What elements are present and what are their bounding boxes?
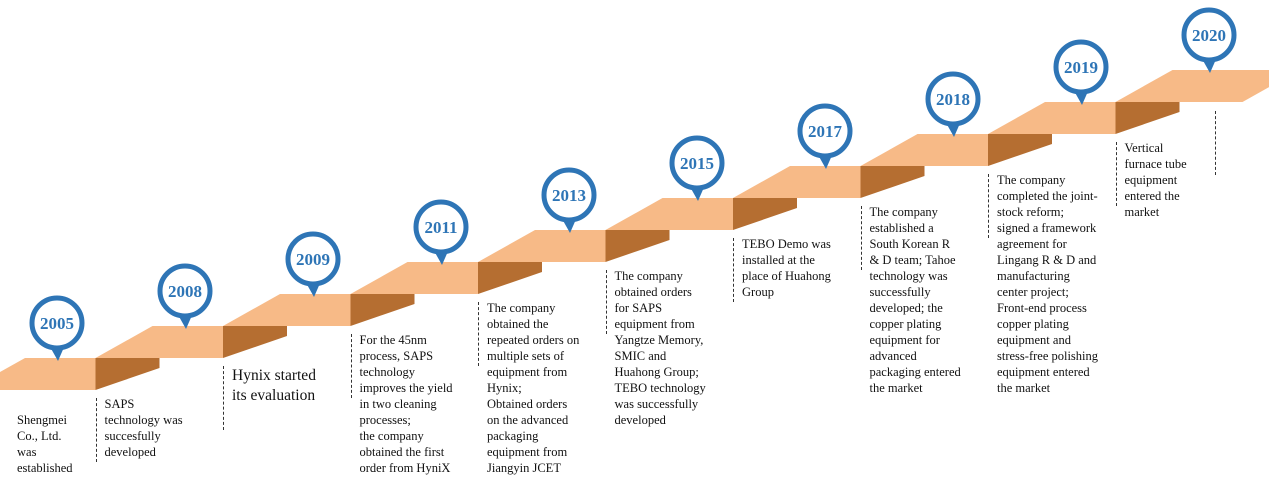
pin-circle-icon [413, 199, 469, 255]
dashed-connector [605, 270, 607, 334]
pin-circle-icon [1053, 39, 1109, 95]
year-label-2019: 2019 [1064, 58, 1098, 77]
pin-circle-icon [1181, 7, 1237, 63]
event-description-2017: TEBO Demo was installed at the place of … [742, 237, 831, 299]
pin-circle-icon [669, 135, 725, 191]
event-description-2020: Vertical furnace tube equipment entered … [1124, 141, 1187, 219]
dashed-connector [350, 334, 352, 398]
year-label-2009: 2009 [296, 250, 330, 269]
step-top-2020 [1115, 70, 1269, 102]
year-label-2013: 2013 [552, 186, 586, 205]
step-riser-2018 [860, 166, 925, 198]
year-label-2008: 2008 [168, 282, 202, 301]
pin-circle-icon [541, 167, 597, 223]
year-label-2015: 2015 [680, 154, 714, 173]
step-riser-2011 [350, 294, 415, 326]
step-riser-2019 [988, 134, 1052, 166]
dashed-connector [1215, 111, 1216, 175]
dashed-connector [95, 398, 97, 462]
pin-circle-icon [797, 103, 853, 159]
event-description-2018: The company established a South Korean R… [869, 205, 961, 395]
year-label-2017: 2017 [808, 122, 843, 141]
dashed-connector [988, 174, 989, 238]
event-description-2019: The company completed the joint- stock r… [997, 173, 1099, 395]
event-description-2008: SAPS technology was succesfully develope… [104, 397, 183, 459]
dashed-connector [860, 206, 862, 270]
step-riser-2013 [478, 262, 542, 294]
year-label-2005: 2005 [40, 314, 74, 333]
year-label-2020: 2020 [1192, 26, 1226, 45]
step-riser-2008 [95, 358, 160, 390]
pin-circle-icon [157, 263, 213, 319]
step-riser-2017 [733, 198, 797, 230]
dashed-connector [478, 302, 479, 366]
event-description-2015: The company obtained orders for SAPS equ… [614, 269, 706, 427]
pin-circle-icon [285, 231, 341, 287]
event-description-2009: Hynix started its evaluation [232, 367, 316, 404]
dashed-connector [1115, 142, 1117, 206]
step-riser-2009 [223, 326, 287, 358]
event-description-2011: For the 45nm process, SAPS technology im… [359, 333, 453, 475]
dashed-connector [223, 366, 224, 430]
event-description-2013: The company obtained the repeated orders… [487, 301, 580, 475]
year-label-2011: 2011 [424, 218, 457, 237]
pin-circle-icon [925, 71, 981, 127]
step-riser-2020 [1115, 102, 1180, 134]
step-riser-2015 [605, 230, 670, 262]
pin-circle-icon [29, 295, 85, 351]
event-description-2005: Shengmei Co., Ltd. was established [17, 413, 73, 475]
dashed-connector [733, 238, 734, 302]
year-label-2018: 2018 [936, 90, 970, 109]
